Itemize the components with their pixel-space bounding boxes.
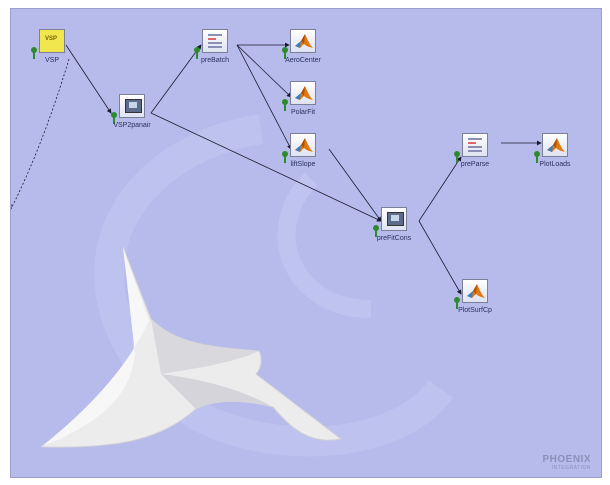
node-liftslope[interactable]: liftSlope [277, 133, 329, 181]
matlab-icon [290, 29, 316, 53]
node-aerocenter[interactable]: AeroCenter [277, 29, 329, 77]
matlab-icon [290, 133, 316, 157]
input-pin-icon [282, 151, 288, 163]
node-label: liftSlope [290, 161, 316, 168]
document-component-icon [202, 29, 228, 53]
node-label: PlotSurfCp [458, 307, 492, 314]
excel-component-icon [381, 207, 407, 231]
node-label: preBatch [200, 57, 230, 64]
node-label: PlotLoads [539, 161, 571, 168]
node-label: preParse [460, 161, 490, 168]
workflow-canvas[interactable]: VSP VSP VSP2panair preBatch AeroCenter P… [10, 8, 602, 478]
node-label: PolarFit [290, 109, 316, 116]
input-pin-icon [282, 47, 288, 59]
input-pin-icon [534, 151, 540, 163]
canvas-artwork [11, 114, 454, 457]
node-polarfit[interactable]: PolarFit [277, 81, 329, 129]
node-preparse[interactable]: preParse [449, 133, 501, 181]
workflow-links [11, 42, 542, 295]
phoenix-watermark: PHOENIX INTEGRATION [542, 454, 591, 471]
aircraft-model [40, 246, 343, 448]
node-plotloads[interactable]: PlotLoads [529, 133, 581, 181]
watermark-subtitle: INTEGRATION [551, 465, 591, 471]
node-vsp[interactable]: VSP VSP [26, 29, 78, 77]
node-label: VSP2panair [113, 122, 151, 129]
node-prebatch[interactable]: preBatch [189, 29, 241, 77]
node-plotsurfcp[interactable]: PlotSurfCp [449, 279, 501, 327]
excel-component-icon [119, 94, 145, 118]
node-prefitcons[interactable]: preFitCons [368, 207, 420, 255]
document-component-icon [462, 133, 488, 157]
matlab-icon [462, 279, 488, 303]
input-pin-icon [282, 99, 288, 111]
node-vsp2panair[interactable]: VSP2panair [106, 94, 158, 142]
input-pin-icon [111, 112, 117, 124]
watermark-title: PHOENIX [542, 454, 591, 465]
vsp-icon: VSP [39, 29, 65, 53]
input-pin-icon [454, 151, 460, 163]
input-pin-icon [31, 47, 37, 59]
matlab-icon [542, 133, 568, 157]
input-pin-icon [194, 47, 200, 59]
matlab-icon [290, 81, 316, 105]
node-label: preFitCons [376, 235, 412, 242]
input-pin-icon [454, 297, 460, 309]
node-label: AeroCenter [285, 57, 321, 64]
input-pin-icon [373, 225, 379, 237]
node-label: VSP [44, 57, 59, 64]
vsp-icon-text: VSP [45, 36, 58, 42]
